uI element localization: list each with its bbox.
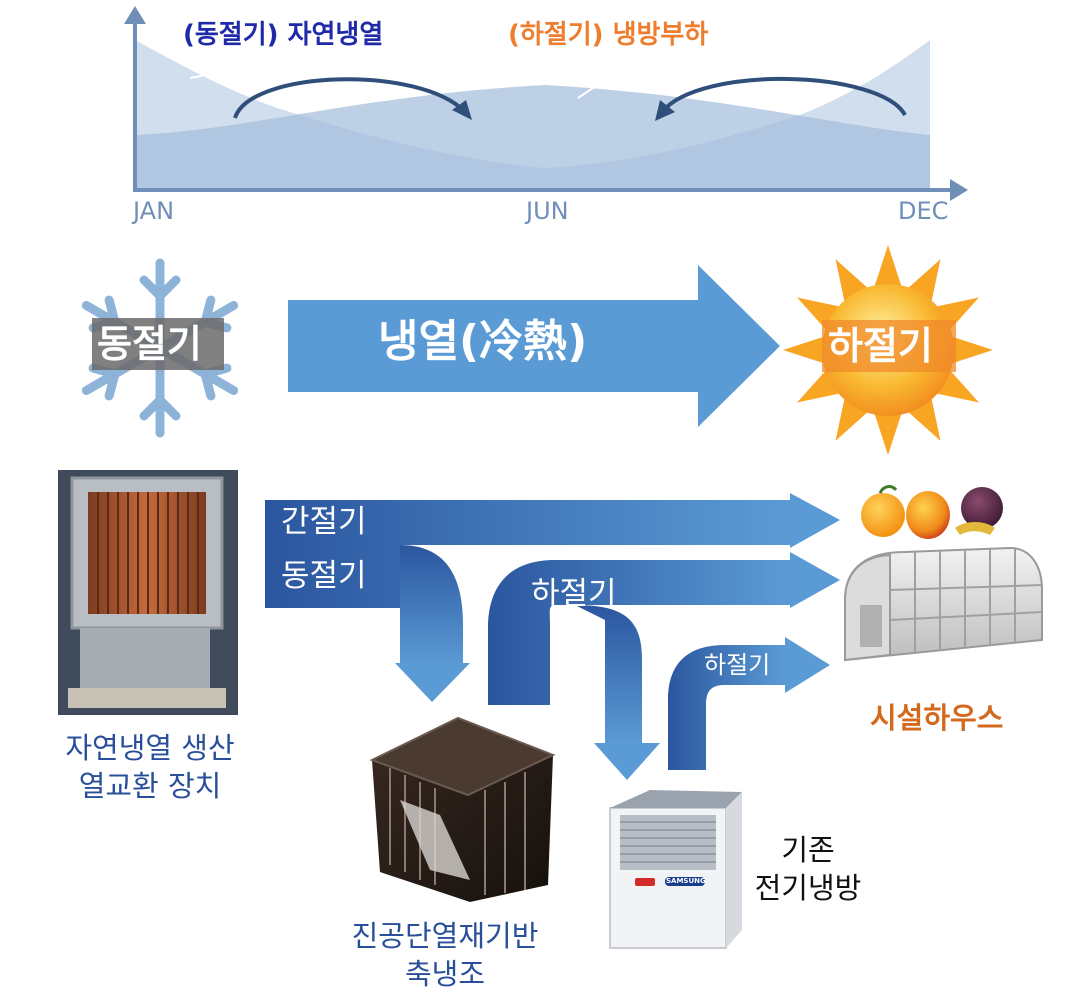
curved-arrow-right <box>660 77 907 117</box>
main-cooling-arrow <box>288 265 780 427</box>
curved-arrow-left <box>233 77 467 119</box>
chiller-unit-photo <box>609 790 742 949</box>
x-tick-dec: DEC <box>898 197 949 225</box>
greenhouse-label: 시설하우스 <box>870 701 1004 735</box>
pointer-line-summer <box>577 69 621 99</box>
x-tick-jan: JAN <box>133 197 175 225</box>
flow-arrowhead-summer-main <box>790 552 840 608</box>
summer-load-area <box>135 85 930 190</box>
flow-bend-winter <box>400 545 463 665</box>
chiller-label: 기존 전기냉방 <box>733 832 883 907</box>
heat-exchanger-photo <box>58 470 238 715</box>
winter-badge-bg <box>92 318 224 370</box>
storage-tank-photo <box>369 716 556 902</box>
flow-arrowhead-winter-down <box>395 663 470 702</box>
chiller-label-line2: 전기냉방 <box>754 870 862 905</box>
passion-fruit-icon <box>961 487 1003 529</box>
y-axis-arrowhead <box>124 6 146 24</box>
storage-tank-label-line1: 진공단열재기반 <box>351 919 539 953</box>
flow-label-winter: 동절기 <box>281 558 367 594</box>
heat-exchanger-label: 자연냉열 생산 열교환 장치 <box>35 730 265 805</box>
curved-arrow-left-head <box>452 100 472 120</box>
flow-label-summer-main: 하절기 <box>531 576 617 612</box>
summer-badge: 하절기 <box>828 324 933 368</box>
flow-label-summer-small: 하절기 <box>704 651 771 679</box>
flow-arrowhead-chiller-down <box>594 743 660 780</box>
curved-arrow-right-head <box>655 100 675 121</box>
mango-icon <box>906 491 950 539</box>
orange-icon <box>861 493 905 537</box>
season-chart <box>124 6 968 201</box>
winter-badge: 동절기 <box>97 322 202 366</box>
flow-band-summer-small <box>668 645 785 770</box>
fruits-photo <box>861 485 1003 539</box>
flow-bend-summer-chiller <box>575 605 642 745</box>
summer-cooling-load-label: (하절기) 냉방부하 <box>508 20 709 50</box>
flow-band-summer-main <box>488 560 790 705</box>
flow-arrowhead-summer-small <box>785 637 830 693</box>
winter-natural-cold-label: (동절기) 자연냉열 <box>183 20 384 50</box>
main-arrow-label: 냉열(冷熱) <box>378 316 588 367</box>
flow-arrowhead-inter-season <box>790 493 840 548</box>
chiller-label-line1: 기존 <box>781 833 835 867</box>
heat-exchanger-label-line2: 열교환 장치 <box>78 768 222 803</box>
summer-badge-bg <box>822 320 956 372</box>
greenhouse-photo <box>844 546 1043 662</box>
x-tick-jun: JUN <box>526 197 569 225</box>
x-axis-arrowhead <box>950 179 968 201</box>
flow-band-inter-season <box>265 500 790 608</box>
flow-label-inter-season: 간절기 <box>281 504 367 540</box>
heat-exchanger-label-line1: 자연냉열 생산 <box>65 731 235 765</box>
pointer-line-winter <box>189 62 271 79</box>
chiller-brand-label: SAMSUNG <box>666 877 706 885</box>
storage-tank-label-line2: 축냉조 <box>404 956 486 991</box>
storage-tank-label: 진공단열재기반 축냉조 <box>330 918 560 993</box>
